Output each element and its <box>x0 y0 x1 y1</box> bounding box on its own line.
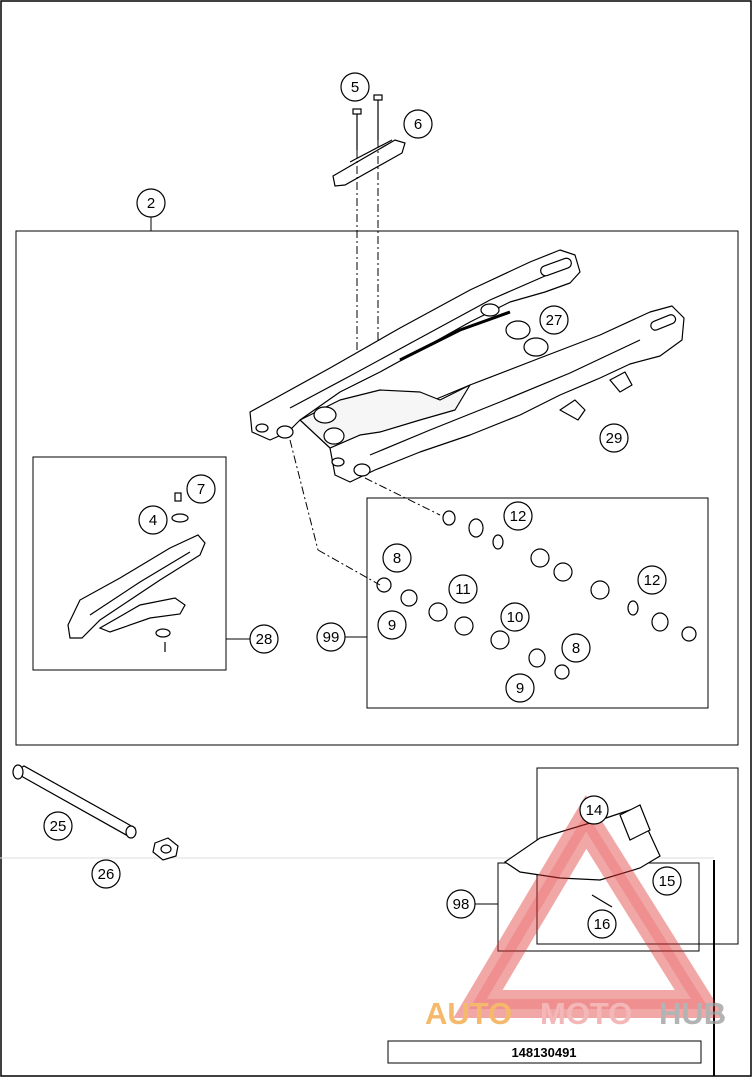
callout-26: 26 <box>91 859 121 889</box>
svg-text:25: 25 <box>50 818 67 835</box>
doc-id-box <box>387 1040 702 1064</box>
svg-text:12: 12 <box>644 572 661 589</box>
svg-text:16: 16 <box>594 916 611 933</box>
callout-14: 14 <box>579 795 609 825</box>
svg-text:26: 26 <box>98 866 115 883</box>
chain-slider-box <box>32 456 227 671</box>
automotohub-watermark: AUTO MOTO HUB <box>425 795 726 1031</box>
callout-8a: 8 <box>382 543 412 573</box>
callout-9b: 9 <box>505 673 535 703</box>
callout-29: 29 <box>599 423 629 453</box>
swingarm-assembly-box <box>15 230 739 746</box>
callout-10: 10 <box>500 602 530 632</box>
callout-15: 15 <box>652 866 682 896</box>
assembly-line-99-b <box>317 549 381 586</box>
callout-27: 27 <box>539 305 569 335</box>
svg-text:29: 29 <box>606 430 623 447</box>
svg-text:5: 5 <box>351 79 359 96</box>
svg-text:12: 12 <box>510 508 527 525</box>
svg-text:7: 7 <box>197 481 205 498</box>
callouts: 2 5 6 27 29 7 4 28 12 12 8 11 9 10 99 8 … <box>43 72 682 939</box>
swingarm <box>249 249 685 483</box>
svg-text:10: 10 <box>507 609 524 626</box>
callout-99: 99 <box>316 622 346 652</box>
swingarm-axle <box>12 764 179 861</box>
callout-9a: 9 <box>377 610 407 640</box>
bearing-kit-parts <box>376 510 697 680</box>
svg-text:98: 98 <box>453 896 470 913</box>
svg-text:4: 4 <box>149 512 157 529</box>
callout-5: 5 <box>340 72 370 102</box>
svg-text:6: 6 <box>414 116 422 133</box>
assembly-line-99-a <box>289 439 319 551</box>
callout-28: 28 <box>249 624 279 654</box>
svg-text:8: 8 <box>572 640 580 657</box>
watermark-moto: MOTO <box>540 996 632 1031</box>
callout-16: 16 <box>587 909 617 939</box>
chain-guide <box>503 804 661 908</box>
callout-7: 7 <box>186 474 216 504</box>
svg-text:27: 27 <box>546 312 563 329</box>
svg-text:2: 2 <box>147 195 155 212</box>
assembly-line-12 <box>364 477 441 516</box>
svg-text:9: 9 <box>388 617 396 634</box>
chain-slider-top <box>332 94 406 187</box>
svg-text:11: 11 <box>455 581 471 598</box>
callout-4: 4 <box>138 505 168 535</box>
svg-text:15: 15 <box>659 873 676 890</box>
callout-12a: 12 <box>503 501 533 531</box>
callout-25: 25 <box>43 811 73 841</box>
callout-11: 11 <box>448 574 478 604</box>
svg-text:9: 9 <box>516 680 524 697</box>
svg-text:28: 28 <box>256 631 273 648</box>
doc-id: 148130491 <box>511 1045 576 1060</box>
watermark-hub: HUB <box>659 996 726 1031</box>
bearing-kit-box <box>366 497 709 709</box>
callout-8b: 8 <box>561 633 591 663</box>
callout-2: 2 <box>136 188 166 218</box>
callout-12b: 12 <box>637 565 667 595</box>
watermark-auto: AUTO <box>425 996 512 1031</box>
svg-text:99: 99 <box>323 629 340 646</box>
svg-text:14: 14 <box>586 802 603 819</box>
svg-text:8: 8 <box>393 550 401 567</box>
callout-98: 98 <box>446 889 476 919</box>
callout-6: 6 <box>403 109 433 139</box>
chain-slider <box>67 492 206 652</box>
